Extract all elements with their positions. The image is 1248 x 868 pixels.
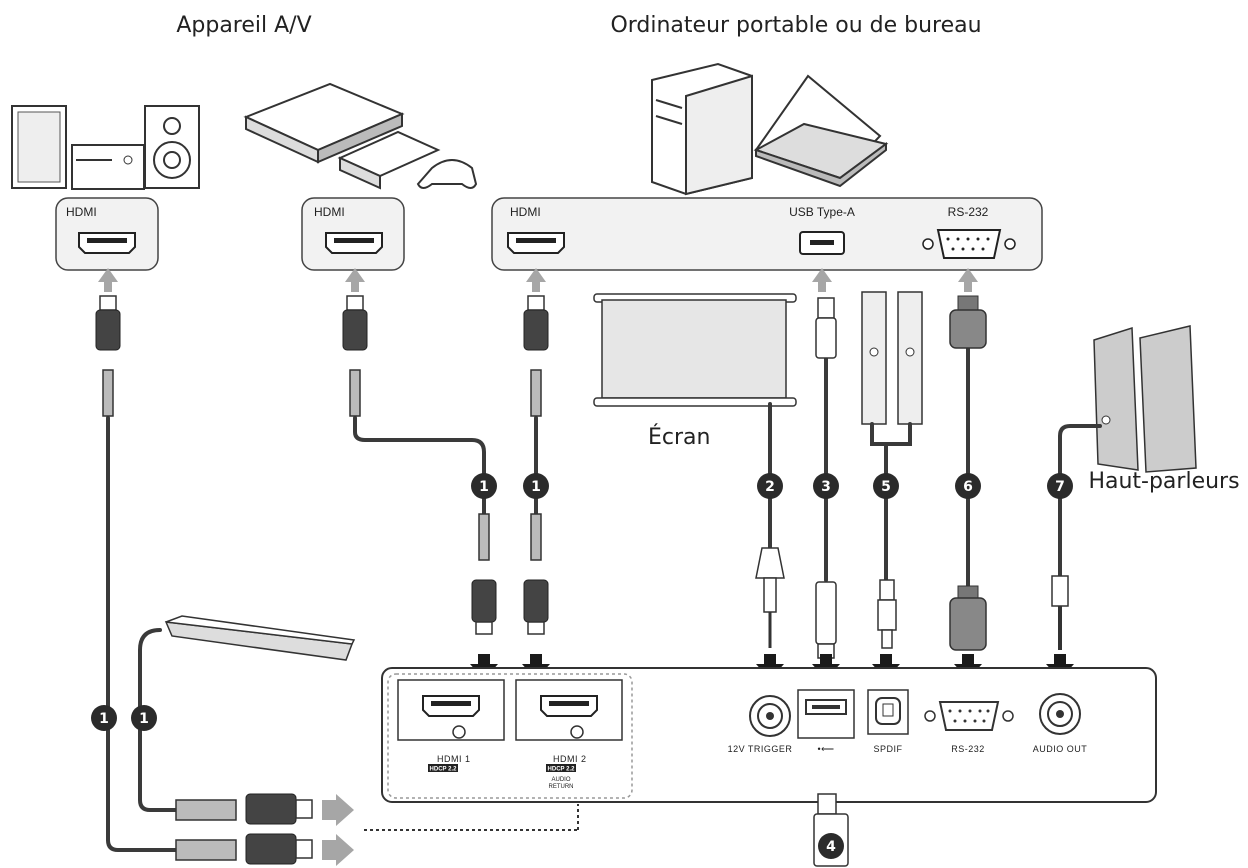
svg-text:6: 6	[963, 479, 973, 495]
rear-hdmi1-label: HDMI 1	[437, 754, 471, 764]
rear-rs232-port-icon	[924, 701, 1014, 731]
projector-rear-panel: HDMI 1 HDCP 2.2 HDMI 2 HDCP 2.2 AUDIO RE…	[381, 667, 1157, 803]
svg-text:1: 1	[531, 479, 541, 495]
computer-label: Ordinateur portable ou de bureau	[610, 13, 981, 38]
projection-screen-icon	[593, 293, 797, 407]
rs232-plug-icon	[949, 295, 987, 651]
rs232-port-icon	[922, 229, 1016, 259]
computer-port-panel: HDMI USB Type-A RS-232	[491, 197, 1043, 271]
svg-text:1: 1	[479, 479, 489, 495]
rear-hdmi2-badge: HDCP 2.2	[548, 767, 576, 773]
speakers-icon	[1093, 325, 1197, 473]
svg-text:5: 5	[881, 479, 891, 495]
audio-plug-icon	[1051, 575, 1069, 650]
rear-hdmi2-sub1: AUDIO	[551, 777, 570, 783]
media-player-icon	[243, 82, 478, 190]
rear-usb-label: •⟵	[817, 744, 834, 754]
callout-3: 3	[813, 473, 839, 499]
usb-plug-icon	[815, 297, 837, 659]
svg-text:1: 1	[139, 711, 149, 727]
soundbar-icon	[164, 615, 356, 661]
callout-1b: 1	[523, 473, 549, 499]
svg-text:7: 7	[1055, 479, 1065, 495]
trigger-jack-icon	[755, 547, 785, 648]
desktop-and-laptop-icon	[651, 62, 889, 196]
av-hdmi-panel: HDMI	[55, 197, 159, 271]
callout-7: 7	[1047, 473, 1073, 499]
rear-trigger-label: 12V TRIGGER	[728, 744, 793, 754]
callout-5: 5	[873, 473, 899, 499]
rear-hdmi2-sub2: RETURN	[549, 784, 574, 790]
rear-audio-label: AUDIO OUT	[1033, 744, 1088, 754]
av-device-label: Appareil A/V	[176, 13, 311, 38]
pc-rs232-label: RS-232	[948, 205, 989, 219]
svg-text:2: 2	[765, 479, 775, 495]
svg-text:4: 4	[826, 839, 836, 855]
callout-2: 2	[757, 473, 783, 499]
pc-hdmi-port-icon	[507, 232, 565, 254]
hdmi-connector-icons	[95, 295, 549, 635]
rear-rs232-label: RS-232	[951, 744, 985, 754]
connector-plugs	[755, 295, 1069, 659]
rear-spdif-label: SPDIF	[873, 744, 902, 754]
rear-usb-port-icon	[797, 689, 855, 739]
callout-1d: 1	[131, 705, 157, 731]
spdif-receiver-icon	[861, 291, 923, 425]
svg-text:1: 1	[99, 711, 109, 727]
hdmi-horizontal-connectors	[175, 793, 354, 866]
callout-6: 6	[955, 473, 981, 499]
player-hdmi-panel: HDMI	[301, 197, 405, 271]
rear-hdmi1-badge: HDCP 2.2	[430, 767, 458, 773]
rear-hdmi2-label: HDMI 2	[553, 754, 587, 764]
av-hdmi-label: HDMI	[66, 205, 97, 219]
av-hdmi-port-icon	[78, 232, 136, 254]
rear-trigger-port-icon	[749, 695, 791, 737]
callout-1c: 1	[91, 705, 117, 731]
pc-usb-label: USB Type-A	[789, 205, 855, 219]
screen-label: Écran	[648, 424, 710, 450]
usb-port-icon	[799, 231, 845, 255]
svg-text:3: 3	[821, 479, 831, 495]
callout-1a: 1	[471, 473, 497, 499]
callout-4: 4	[818, 833, 844, 859]
rear-audio-port-icon	[1039, 693, 1081, 735]
rear-hdmi1-port-icon	[422, 695, 480, 717]
spdif-plug-icon	[877, 579, 897, 649]
speakers-label: Haut-parleurs	[1088, 469, 1239, 494]
hifi-stereo-icon	[11, 105, 200, 190]
rear-spdif-port-icon	[867, 689, 909, 735]
pc-hdmi-label: HDMI	[510, 205, 541, 219]
rear-hdmi2-port-icon	[540, 695, 598, 717]
player-hdmi-port-icon	[325, 232, 383, 254]
player-hdmi-label: HDMI	[314, 205, 345, 219]
